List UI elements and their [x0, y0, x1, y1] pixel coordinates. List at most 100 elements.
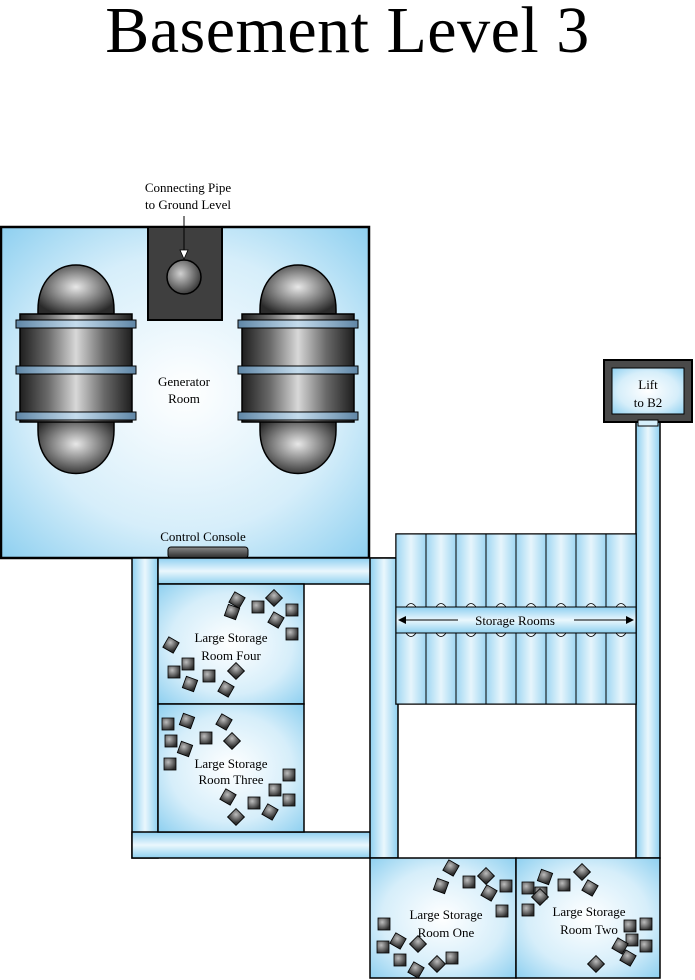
corridor-north	[157, 557, 399, 585]
lift-shaft	[603, 359, 693, 427]
crate-icon	[639, 917, 653, 931]
crate-icon	[285, 627, 299, 641]
crate-icon	[176, 740, 194, 758]
crate-icon	[586, 954, 606, 974]
crate-icon	[164, 734, 178, 748]
connecting-pipe-label-line2: to Ground Level	[145, 197, 231, 212]
crate-icon	[226, 807, 246, 827]
crate-icon	[476, 866, 496, 886]
crate-icon	[264, 588, 284, 608]
crate-icon	[261, 803, 279, 821]
room-one-label: Large Storage	[409, 907, 482, 922]
crate-icon	[181, 675, 199, 693]
crate-icon	[495, 904, 509, 918]
crate-icon	[619, 949, 637, 967]
storage-cell	[575, 533, 607, 608]
crate-icon	[268, 783, 282, 797]
storage-cell	[485, 632, 517, 705]
crate-icon	[389, 932, 407, 950]
crate-icon	[167, 665, 181, 679]
crate-icon	[557, 878, 571, 892]
crate-icon	[427, 954, 447, 974]
crate-icon	[521, 881, 535, 895]
large-storage-room-four	[157, 583, 305, 705]
storage-cell-door	[525, 603, 537, 608]
storage-rooms-arrow	[398, 616, 634, 624]
map-title: Basement Level 3	[105, 0, 590, 67]
lift-label-line2: to B2	[634, 395, 663, 410]
storage-cell	[575, 632, 607, 705]
storage-cell-door	[495, 603, 507, 608]
storage-cell-door	[585, 603, 597, 608]
storage-cell-door	[405, 603, 417, 608]
generator-drum-left	[15, 264, 137, 475]
crate-icon	[161, 717, 175, 731]
crate-icon	[251, 600, 265, 614]
pipe-arrow	[179, 216, 189, 260]
crate-icon	[623, 919, 637, 933]
storage-cell-door	[495, 632, 507, 637]
crate-icon	[432, 877, 450, 895]
connecting-pipe-label: Connecting Pipe	[145, 180, 232, 195]
storage-cell	[485, 533, 517, 608]
crate-icon	[223, 603, 241, 621]
storage-cell-door	[435, 632, 447, 637]
crate-icon	[408, 934, 428, 954]
storage-cell	[515, 533, 547, 608]
control-console-label: Control Console	[160, 529, 246, 544]
generator-room-label-line2: Room	[168, 391, 200, 406]
storage-cell	[545, 632, 577, 705]
storage-cell	[395, 632, 427, 705]
storage-cell-door	[615, 603, 627, 608]
crate-icon	[625, 933, 639, 947]
room-four-label-line2: Room Four	[201, 648, 261, 663]
crate-icon	[217, 680, 235, 698]
corridor-west	[131, 557, 159, 859]
generator-drum-right	[237, 264, 359, 475]
crate-icon	[611, 937, 629, 955]
storage-cell	[545, 533, 577, 608]
storage-cell-door	[465, 603, 477, 608]
crate-icon	[162, 636, 180, 654]
crate-icon	[377, 917, 391, 931]
crate-icon	[181, 657, 195, 671]
room-two-label: Large Storage	[552, 904, 625, 919]
crate-icon	[226, 661, 246, 681]
crate-icon	[178, 712, 196, 730]
crate-icon	[581, 879, 599, 897]
storage-cell	[425, 533, 457, 608]
room-four-label: Large Storage	[194, 630, 267, 645]
corridor-south	[131, 831, 373, 859]
corridor-middle-vertical	[369, 557, 399, 859]
storage-cell	[395, 533, 427, 608]
storage-cell	[605, 533, 637, 608]
crate-icon	[215, 713, 233, 731]
crate-icon	[163, 757, 177, 771]
crate-icon	[462, 875, 476, 889]
corridor-east	[635, 421, 661, 859]
crate-group	[161, 588, 653, 979]
crate-icon	[228, 591, 246, 609]
storage-cell-door	[465, 632, 477, 637]
crate-icon	[376, 940, 390, 954]
generator-room-label: Generator	[158, 374, 211, 389]
crate-icon	[407, 961, 425, 979]
crate-icon	[267, 611, 285, 629]
crate-icon	[202, 669, 216, 683]
storage-cell-door	[405, 632, 417, 637]
crate-icon	[480, 884, 498, 902]
crate-icon	[285, 603, 299, 617]
crate-icon	[199, 731, 213, 745]
crate-icon	[572, 862, 592, 882]
crate-icon	[282, 768, 296, 782]
crate-icon	[530, 887, 550, 907]
connecting-pipe-housing	[147, 226, 223, 321]
storage-cell	[455, 632, 487, 705]
crate-icon	[442, 859, 460, 877]
room-three-label: Large Storage	[194, 756, 267, 771]
storage-rooms-block	[395, 533, 637, 705]
crate-icon	[393, 953, 407, 967]
storage-rooms-label: Storage Rooms	[475, 613, 555, 628]
crate-icon	[282, 793, 296, 807]
